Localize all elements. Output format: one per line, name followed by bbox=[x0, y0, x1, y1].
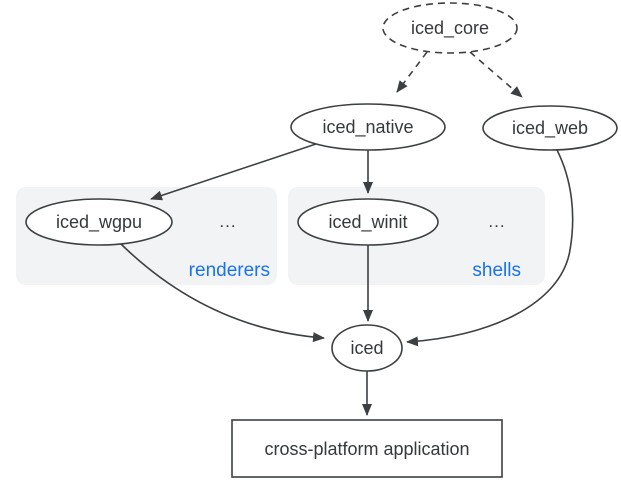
iced-winit-ellipse bbox=[297, 198, 439, 246]
iced-winit-label: iced_winit bbox=[328, 212, 407, 233]
shells-group-label: shells bbox=[472, 260, 521, 281]
iced-native-ellipse bbox=[290, 103, 446, 151]
application-label: cross-platform application bbox=[264, 439, 469, 459]
node-iced-core: iced_core bbox=[382, 2, 518, 54]
node-iced-winit: iced_winit bbox=[297, 198, 439, 246]
iced-wgpu-ellipse bbox=[25, 198, 173, 246]
node-iced-web: iced_web bbox=[482, 105, 618, 151]
application-rect bbox=[231, 419, 503, 478]
renderers-ellipsis: ... bbox=[219, 212, 236, 231]
node-iced-native: iced_native bbox=[290, 103, 446, 151]
node-application: cross-platform application bbox=[231, 419, 503, 478]
iced-label: iced bbox=[350, 338, 383, 358]
edge-iced-web-to-iced bbox=[406, 149, 574, 347]
edge-iced-native-to-iced-wgpu bbox=[150, 143, 317, 201]
iced-wgpu-label: iced_wgpu bbox=[56, 212, 142, 233]
edge-iced-core-to-iced-native bbox=[396, 51, 428, 93]
iced-web-label: iced_web bbox=[512, 118, 588, 139]
iced-native-label: iced_native bbox=[322, 117, 413, 138]
edge-iced-core-to-iced-web bbox=[469, 51, 523, 98]
iced-core-ellipse bbox=[382, 2, 518, 54]
node-iced-wgpu: iced_wgpu bbox=[25, 198, 173, 246]
node-iced: iced bbox=[331, 324, 403, 372]
renderers-group-label: renderers bbox=[189, 260, 270, 281]
iced-ellipse bbox=[331, 324, 403, 372]
shells-ellipsis: ... bbox=[488, 212, 505, 231]
iced-core-label: iced_core bbox=[411, 18, 489, 39]
edge-iced-wgpu-to-iced bbox=[120, 243, 325, 343]
iced-web-ellipse bbox=[482, 105, 618, 151]
